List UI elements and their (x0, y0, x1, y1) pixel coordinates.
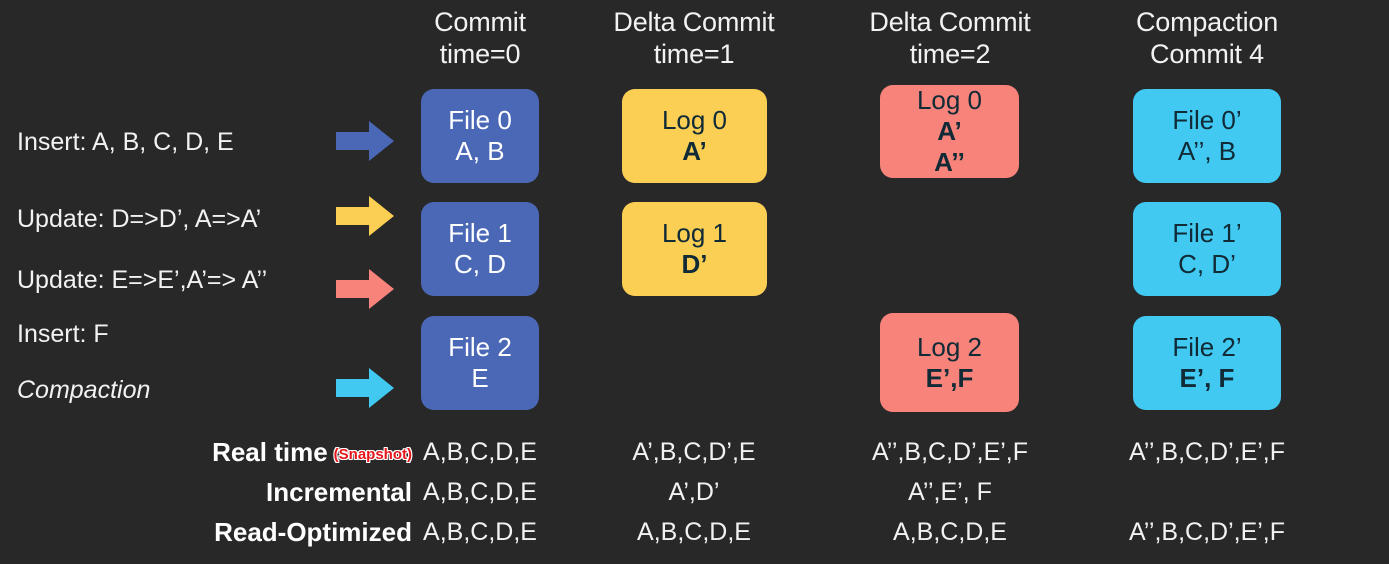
summary-cell-real-time-c2: A’’,B,C,D’,E’,F (871, 438, 1029, 466)
file-box-title: File 0 (448, 105, 512, 135)
file-box-title: File 2 (448, 332, 512, 362)
log-box-log0-t2[interactable]: Log 0 A’ A’’ (880, 85, 1019, 178)
summary-cell-incremental-c1: A’,D’ (668, 478, 720, 506)
file-box-file1-prime[interactable]: File 1’ C, D’ (1133, 202, 1281, 296)
file-box-detail: C, D (454, 249, 506, 279)
arrow-icon-update-d-a (336, 196, 394, 236)
log-box-title: Log 1 (661, 218, 728, 248)
log-box-title: Log 0 (661, 105, 728, 135)
file-box-detail: A, B (455, 136, 505, 166)
log-box-detail: A’ (682, 136, 707, 166)
file-box-file2[interactable]: File 2 E (421, 316, 539, 410)
file-box-title: File 1’ (1172, 218, 1242, 248)
file-box-detail: C, D’ (1178, 249, 1236, 279)
file-box-title: File 0’ (1172, 105, 1242, 135)
file-box-title: File 1 (448, 218, 512, 248)
file-box-file2-prime[interactable]: File 2’ E’, F (1133, 316, 1281, 410)
log-box-detail: E’,F (925, 362, 974, 393)
log-box-title: Log 0 (916, 85, 983, 115)
operation-label-update-d-a: Update: D=>D’, A=>A’ (17, 205, 262, 233)
summary-cell-incremental-c0: A,B,C,D,E (423, 478, 537, 506)
file-box-file0-prime[interactable]: File 0’ A’’, B (1133, 89, 1281, 183)
column-header-delta2: Delta Commit time=2 (869, 7, 1031, 69)
column-header-delta1: Delta Commit time=1 (613, 7, 775, 69)
snapshot-badge: (Snapshot) (333, 446, 412, 464)
file-box-detail: E (471, 363, 489, 393)
log-box-detail: A’ (937, 116, 962, 146)
column-header-compaction4: Compaction Commit 4 (1135, 7, 1279, 69)
arrow-icon-update-e-a (336, 269, 394, 309)
summary-cell-read-optimized-c2: A,B,C,D,E (893, 518, 1007, 546)
operation-label-insert-abcde: Insert: A, B, C, D, E (17, 128, 234, 156)
file-box-title: File 2’ (1172, 332, 1242, 362)
log-box-detail-2: A’’ (934, 147, 965, 177)
summary-row-label-incremental: Incremental (0, 477, 412, 507)
log-box-log2-t2[interactable]: Log 2 E’,F (880, 313, 1019, 412)
file-box-file1[interactable]: File 1 C, D (421, 202, 539, 296)
file-box-detail: E’, F (1179, 363, 1235, 393)
summary-row-label-read-optimized: Read-Optimized (0, 517, 412, 547)
operation-label-insert-f: Insert: F (17, 320, 109, 348)
operation-label-update-e-a: Update: E=>E’,A’=> A’’ (17, 266, 268, 294)
summary-cell-real-time-c0: A,B,C,D,E (423, 438, 537, 466)
summary-row-label-text: Real time (212, 437, 328, 467)
summary-cell-read-optimized-c0: A,B,C,D,E (423, 518, 537, 546)
file-box-file0[interactable]: File 0 A, B (421, 89, 539, 183)
log-box-log1-t1[interactable]: Log 1 D’ (622, 202, 767, 296)
summary-cell-real-time-c1: A’,B,C,D’,E (632, 438, 756, 466)
log-box-title: Log 2 (916, 331, 983, 362)
arrow-icon-insert-abcde (336, 121, 394, 161)
column-header-commit0: Commit time=0 (434, 7, 526, 69)
summary-row-label-text: Incremental (266, 477, 412, 507)
log-box-log0-t1[interactable]: Log 0 A’ (622, 89, 767, 183)
operation-label-compaction: Compaction (17, 376, 151, 404)
summary-cell-read-optimized-c1: A,B,C,D,E (637, 518, 751, 546)
arrow-icon-compaction (336, 368, 394, 408)
summary-cell-read-optimized-c3: A’’,B,C,D’,E’,F (1128, 518, 1286, 546)
summary-cell-real-time-c3: A’’,B,C,D’,E’,F (1128, 438, 1286, 466)
summary-row-label-real-time: Real time (Snapshot) (0, 437, 412, 470)
summary-row-label-text: Read-Optimized (214, 517, 412, 547)
summary-cell-incremental-c2: A’’,E’, F (908, 478, 992, 506)
log-box-detail: D’ (681, 249, 708, 279)
file-box-detail: A’’, B (1177, 136, 1237, 166)
